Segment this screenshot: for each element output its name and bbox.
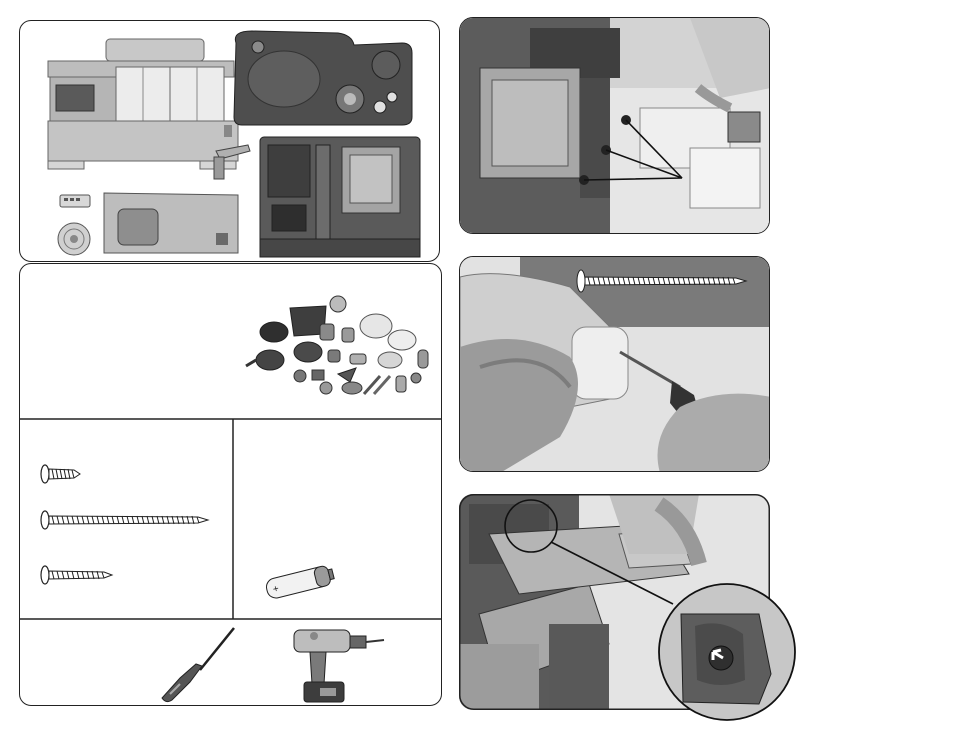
grill-icon <box>58 223 90 255</box>
contents-panel: + <box>19 263 442 706</box>
short-screw-icon <box>41 465 80 483</box>
long-screw-icon <box>41 511 208 529</box>
screwdriver-icon <box>162 628 234 702</box>
step1-photo <box>459 17 770 234</box>
play-food-accessories-icon <box>246 296 428 394</box>
power-drill-icon <box>294 630 384 702</box>
cabinet-base-icon <box>260 137 420 257</box>
counter-front-icon <box>104 193 238 253</box>
parts-panel <box>19 20 440 262</box>
hutch-icon <box>48 39 238 169</box>
remote-icon <box>60 195 90 207</box>
sink-counter-icon <box>234 31 412 125</box>
step2-photo <box>459 256 770 472</box>
battery-icon: + <box>265 564 336 600</box>
step3-photo <box>459 494 770 710</box>
medium-screw-icon <box>41 566 112 584</box>
